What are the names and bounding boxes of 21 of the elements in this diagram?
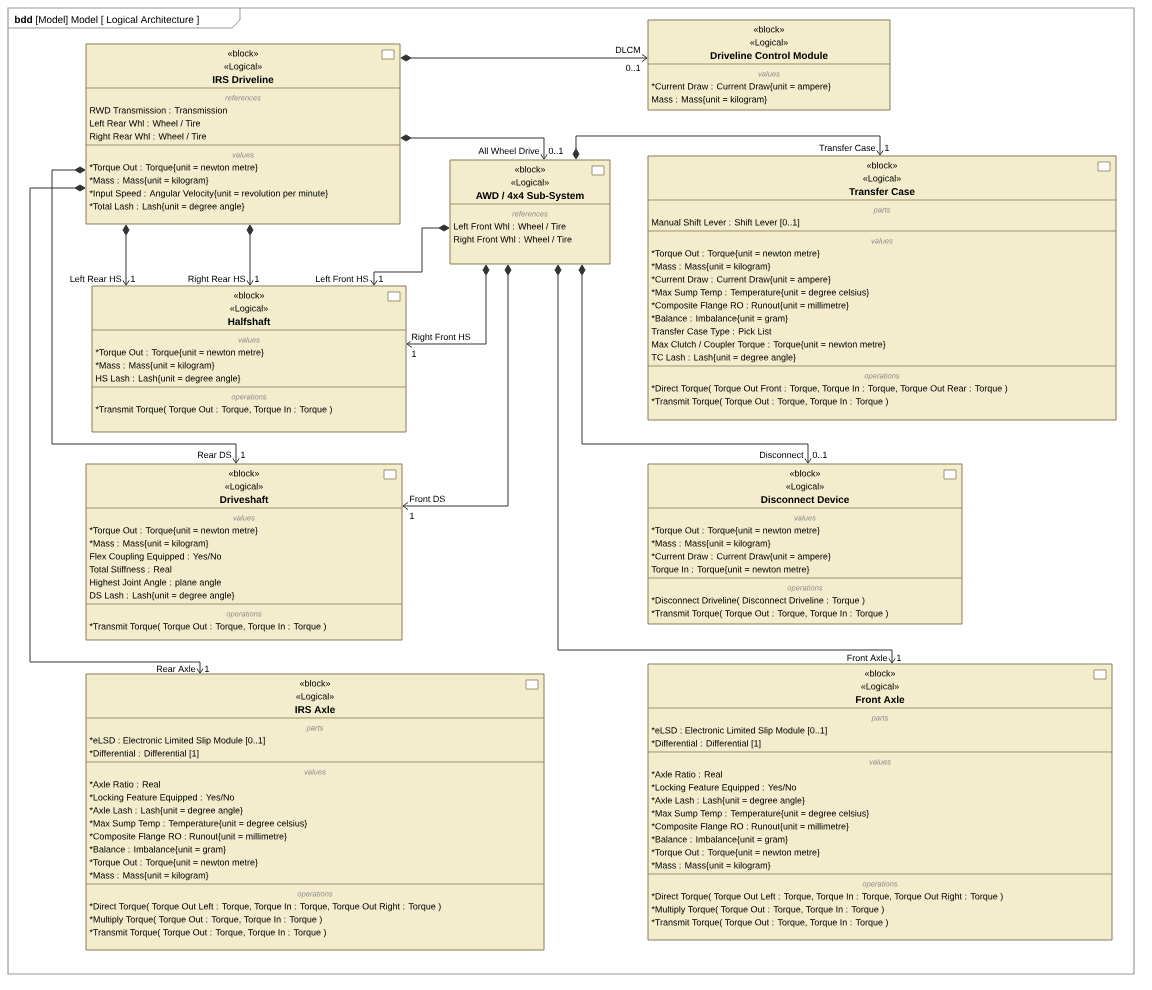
- block: [647, 155, 1117, 421]
- composition-line: [121, 224, 131, 286]
- block: [647, 663, 1113, 941]
- block: [647, 19, 891, 111]
- composition-line: [29, 184, 205, 674]
- block: [85, 673, 545, 951]
- block: [85, 43, 401, 225]
- composition-line: [245, 224, 255, 286]
- composition-line: [572, 135, 885, 160]
- composition-line: [554, 264, 897, 664]
- composition-line: [51, 166, 241, 464]
- composition-line: [578, 264, 813, 464]
- block: [91, 285, 407, 433]
- composition-line: [402, 264, 512, 511]
- composition-line: [400, 53, 648, 63]
- composition-line: [369, 224, 450, 286]
- composition-line: [400, 134, 549, 160]
- composition-line: [406, 264, 490, 349]
- block: [85, 463, 403, 641]
- block: [647, 463, 963, 625]
- block: [449, 159, 611, 265]
